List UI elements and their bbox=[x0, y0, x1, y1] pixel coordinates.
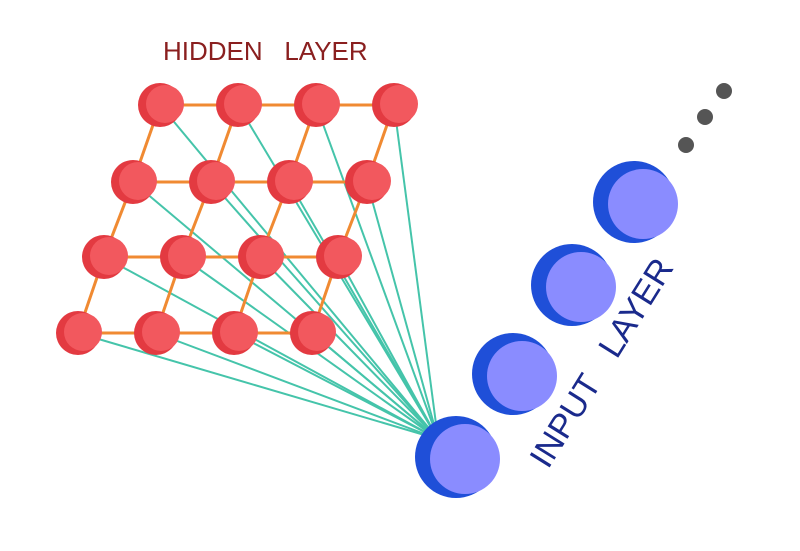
hidden-node bbox=[290, 311, 336, 355]
input-node bbox=[593, 161, 678, 243]
hidden-node bbox=[212, 311, 258, 355]
connection-line bbox=[337, 256, 439, 440]
connection-lines bbox=[77, 104, 439, 440]
hidden-node bbox=[316, 235, 362, 279]
connection-line bbox=[259, 256, 439, 440]
connection-line bbox=[210, 181, 439, 440]
continuation-dot bbox=[716, 83, 732, 99]
input-node bbox=[472, 333, 557, 415]
input-node-face bbox=[608, 169, 678, 239]
connection-line bbox=[103, 256, 439, 440]
connection-line bbox=[366, 181, 439, 440]
hidden-node-face bbox=[302, 85, 340, 123]
hidden-layer-nodes bbox=[56, 83, 418, 355]
hidden-node bbox=[134, 311, 180, 355]
input-node bbox=[415, 416, 500, 498]
continuation-dot bbox=[697, 109, 713, 125]
hidden-node bbox=[345, 160, 391, 204]
continuation-dots bbox=[678, 83, 732, 153]
hidden-node bbox=[138, 83, 184, 127]
hidden-node-face bbox=[64, 313, 102, 351]
connection-line bbox=[155, 332, 439, 440]
hidden-layer-grid-edges bbox=[76, 103, 396, 335]
input-node-face bbox=[430, 424, 500, 494]
hidden-node-face bbox=[90, 237, 128, 275]
hidden-node bbox=[56, 311, 102, 355]
connection-line bbox=[393, 104, 439, 440]
hidden-node bbox=[216, 83, 262, 127]
continuation-dot bbox=[678, 137, 694, 153]
hidden-node bbox=[294, 83, 340, 127]
hidden-node-face bbox=[353, 162, 391, 200]
connection-line bbox=[315, 104, 439, 440]
hidden-layer-label: HIDDEN LAYER bbox=[163, 36, 368, 66]
hidden-node-face bbox=[275, 162, 313, 200]
connection-line bbox=[233, 332, 439, 440]
hidden-node bbox=[238, 235, 284, 279]
hidden-node-face bbox=[220, 313, 258, 351]
hidden-node-face bbox=[380, 85, 418, 123]
connection-line bbox=[311, 332, 439, 440]
hidden-node-face bbox=[246, 237, 284, 275]
input-node bbox=[531, 244, 616, 326]
input-node-face bbox=[487, 341, 557, 411]
hidden-node bbox=[111, 160, 157, 204]
hidden-node-face bbox=[142, 313, 180, 351]
hidden-node bbox=[372, 83, 418, 127]
hidden-node-face bbox=[119, 162, 157, 200]
hidden-node-face bbox=[224, 85, 262, 123]
connection-line bbox=[288, 181, 439, 440]
connection-line bbox=[77, 332, 439, 440]
hidden-node bbox=[160, 235, 206, 279]
hidden-node-face bbox=[197, 162, 235, 200]
hidden-node-face bbox=[146, 85, 184, 123]
input-node-face bbox=[546, 252, 616, 322]
hidden-node-face bbox=[168, 237, 206, 275]
hidden-node bbox=[267, 160, 313, 204]
hidden-node bbox=[82, 235, 128, 279]
hidden-node bbox=[189, 160, 235, 204]
hidden-node-face bbox=[324, 237, 362, 275]
input-layer-nodes bbox=[415, 161, 678, 498]
hidden-node-face bbox=[298, 313, 336, 351]
